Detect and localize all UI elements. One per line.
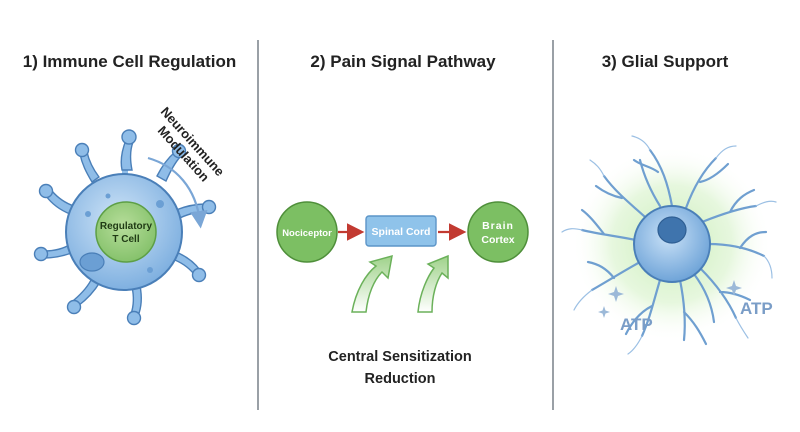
sparkle-icons [598,280,742,318]
t-cell-label-line2: T Cell [112,234,139,245]
divider-right [552,40,554,410]
panel-title-immune: 1) Immune Cell Regulation [22,52,237,71]
divider-left [257,40,259,410]
nociceptor-node [276,201,338,263]
brain-cortex-node [467,201,529,263]
glial-cell [580,148,768,346]
regulatory-t-cell [95,201,157,263]
panel-title-pain: 2) Pain Signal Pathway [310,52,496,71]
atp-label-left: ATP [620,315,653,334]
glial-nucleus [657,216,687,244]
nociceptor-label: Nociceptor [282,228,332,239]
spinal-cord-box [365,215,437,247]
caption-line2: Reduction [364,371,436,387]
up-arrow-left [351,254,393,313]
panel-title-glial: 3) Glial Support [601,52,729,71]
sensitization-caption: Central Sensitization Reduction [300,346,500,390]
caption-line1: Central Sensitization [328,349,472,365]
brain-label: Brain [482,220,514,232]
spinal-cord-label: Spinal Cord [372,226,431,238]
atp-label-right: ATP [740,299,773,318]
up-arrow-right [417,254,449,313]
t-cell-label-line1: Regulatory [100,221,153,232]
cortex-label: Cortex [481,234,514,246]
modulation-arrow [147,156,208,229]
